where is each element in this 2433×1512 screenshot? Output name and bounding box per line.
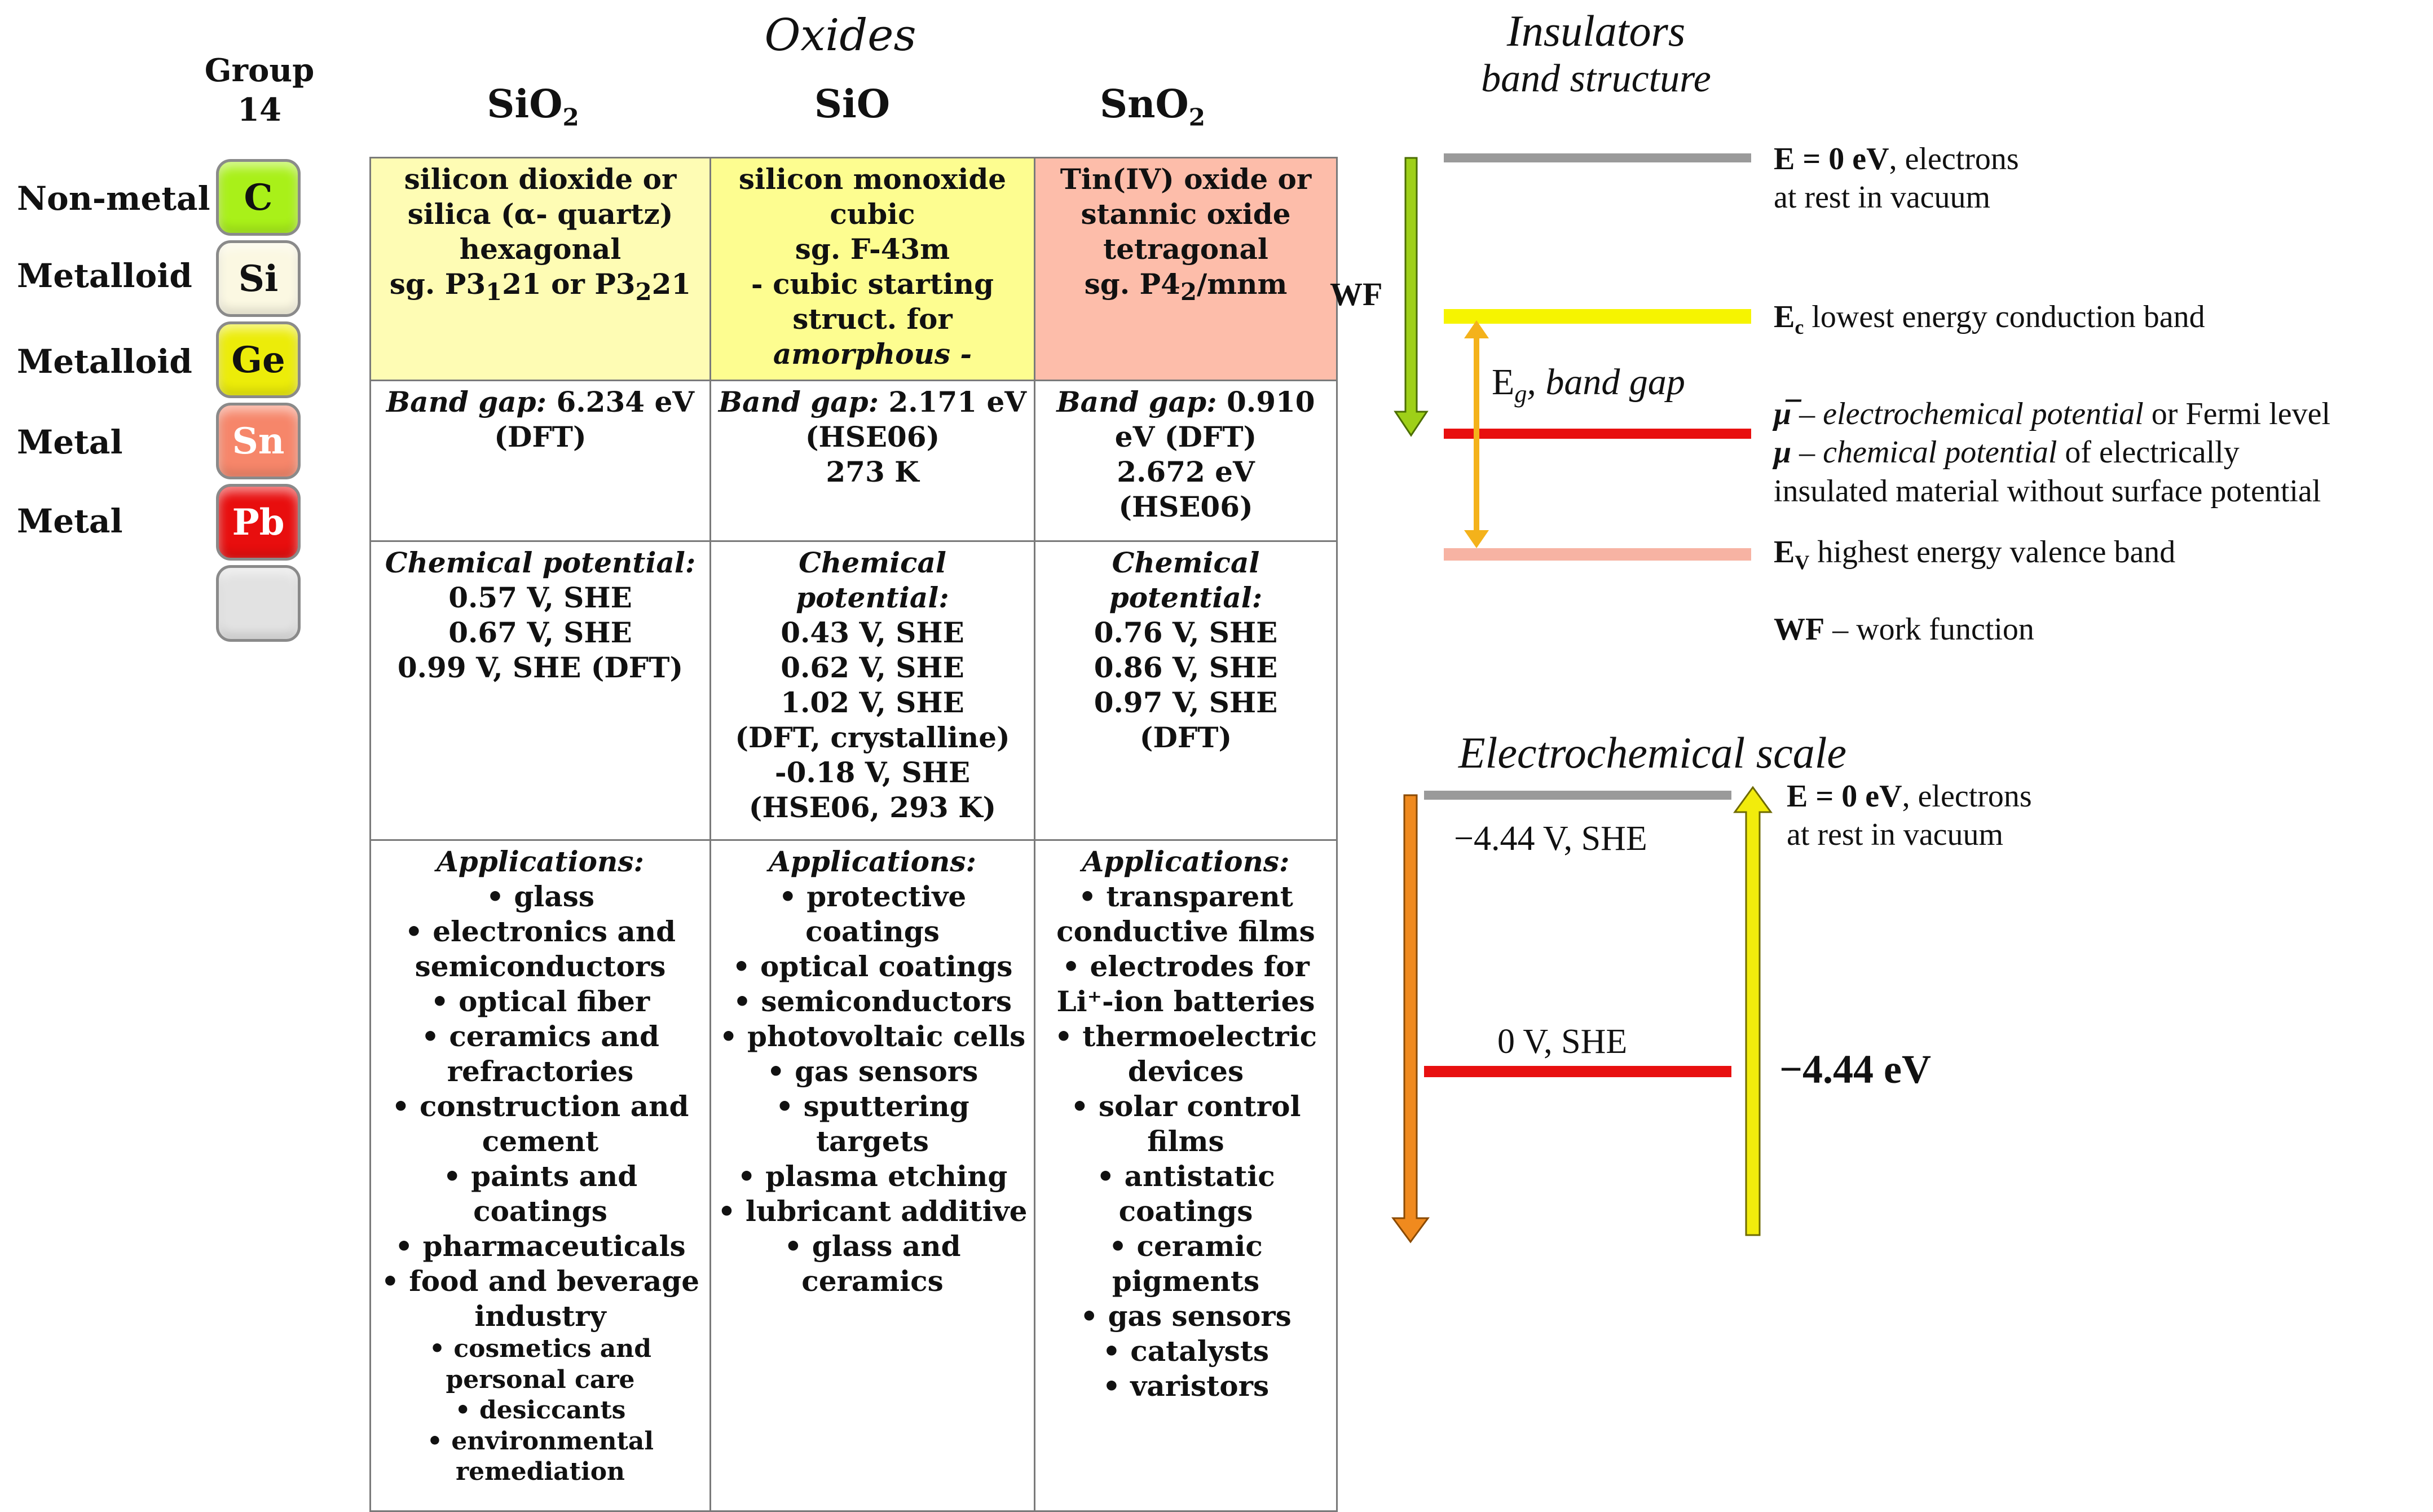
element-label-si: Metalloid [17, 257, 192, 295]
group-heading: Group 14 [192, 51, 327, 130]
down-arrow [1391, 794, 1430, 1244]
cell-structure-sio2: silicon dioxide or silica (α- quartz) he… [369, 157, 711, 381]
she-minus-444-label: −4.44 V, SHE [1454, 819, 1647, 858]
element-box-sn: Sn [216, 403, 301, 479]
cell-bandgap-sno2: Band gap: 0.910 eV (DFT) 2.672 eV (HSE06… [1034, 380, 1338, 542]
electrochemical-scale-diagram [1391, 786, 1773, 1244]
electrochemical-scale-title: Electrochemical scale [1458, 728, 1846, 777]
electrochemical-value-label: −4.44 eV [1779, 1047, 1931, 1092]
cell-applications-sio: Applications: • protective coatings • op… [709, 839, 1035, 1512]
column-header-sno2: SnO2 [1099, 82, 1205, 131]
oxides-table: silicon dioxide or silica (α- quartz) he… [369, 157, 1338, 1512]
vacuum-level-line [1444, 153, 1751, 162]
insulators-subtitle: band structure [1481, 57, 1711, 100]
group-number: 14 [237, 91, 281, 129]
column-header-sio2: SiO2 [487, 82, 579, 131]
valence-band-label: EV highest energy valence band [1774, 535, 2176, 574]
conduction-band-line [1444, 309, 1751, 324]
up-arrow [1733, 786, 1773, 1236]
cell-applications-sio2: Applications: • glass • electronics and … [369, 839, 711, 1512]
cell-bandgap-sio: Band gap: 2.171 eV (HSE06) 273 K [709, 380, 1035, 542]
wf-arrow-label: WF [1330, 276, 1383, 312]
valence-band-line [1444, 548, 1751, 561]
conduction-band-label: Ec lowest energy conduction band [1774, 299, 2205, 339]
cell-chempot-sio2: Chemical potential: 0.57 V, SHE 0.67 V, … [369, 540, 711, 841]
cell-bandgap-sio2: Band gap: 6.234 eV (DFT) [369, 380, 711, 542]
column-header-sio: SiO [814, 82, 891, 127]
cell-structure-sno2: Tin(IV) oxide or stannic oxide tetragona… [1034, 157, 1338, 381]
element-label-c: Non-metal [17, 179, 210, 218]
table-row-applications: Applications: • glass • electronics and … [369, 839, 1338, 1512]
element-label-ge: Metalloid [17, 342, 192, 381]
table-row-band-gap: Band gap: 6.234 eV (DFT) Band gap: 2.171… [369, 380, 1338, 542]
cell-structure-sio: silicon monoxide cubic sg. F-43m - cubic… [709, 157, 1035, 381]
work-function-legend: WF – work function [1774, 612, 2034, 647]
element-box-si: Si [216, 240, 301, 317]
table-row-structure: silicon dioxide or silica (α- quartz) he… [369, 157, 1338, 381]
she-zero-line [1424, 1066, 1731, 1077]
element-box-pb: Pb [216, 484, 301, 561]
element-box-ge: Ge [216, 321, 301, 398]
she-minus-444-line [1424, 791, 1731, 800]
work-function-arrow [1394, 157, 1429, 437]
cell-chempot-sio: Chemical potential: 0.43 V, SHE 0.62 V, … [709, 540, 1035, 841]
band-structure-diagram [1394, 153, 1751, 561]
element-label-sn: Metal [17, 423, 123, 461]
insulators-title: Insulators [1506, 6, 1686, 55]
table-row-chemical-potential: Chemical potential: 0.57 V, SHE 0.67 V, … [369, 540, 1338, 841]
element-box-empty [216, 565, 301, 642]
cell-applications-sno2: Applications: • transparent conductive f… [1034, 839, 1338, 1512]
band-gap-label: Eg, band gap [1492, 362, 1685, 408]
element-box-c: C [216, 159, 301, 236]
band-gap-arrow [1464, 320, 1489, 548]
oxides-title: Oxides [764, 10, 916, 61]
cell-chempot-sno2: Chemical potential: 0.76 V, SHE 0.86 V, … [1034, 540, 1338, 841]
fermi-level-label: μ̅ – electrochemical potential or Fermi … [1774, 396, 2331, 509]
she-zero-label: 0 V, SHE [1497, 1022, 1628, 1061]
ec-vacuum-level-label: E = 0 eV, electrons at rest in vacuum [1787, 779, 2032, 853]
element-label-pb: Metal [17, 502, 123, 540]
vacuum-level-label: E = 0 eV, electrons at rest in vacuum [1774, 142, 2019, 215]
fermi-level-line [1444, 429, 1751, 439]
group-title: Group [204, 52, 315, 89]
